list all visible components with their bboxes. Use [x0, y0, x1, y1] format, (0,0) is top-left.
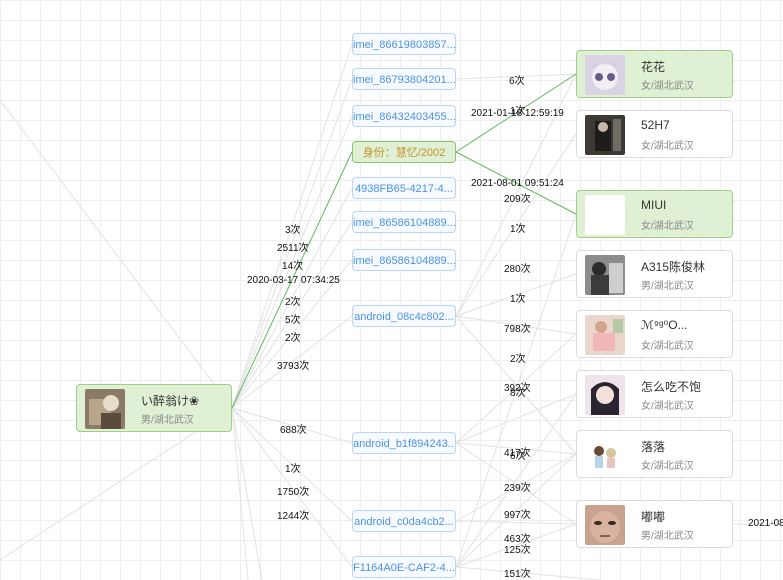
edge-label: 5次 — [285, 315, 301, 326]
target-avatar — [585, 255, 625, 295]
source-name: い醉翁け❀ — [141, 394, 200, 408]
target-name: 花花 — [641, 60, 666, 74]
target-subtitle: 女/湖北武汉 — [641, 81, 694, 92]
edge-label: 1244次 — [277, 511, 310, 522]
target-avatar — [585, 55, 625, 95]
edge-label: 2次 — [510, 354, 526, 365]
edge-label: 151次 — [504, 569, 531, 580]
edge-label: 1次 — [510, 106, 526, 117]
target-name: 嘟嘟 — [641, 510, 666, 524]
target-card[interactable]: ℳ⁹ᵍ⁰O... 女/湖北武汉 — [576, 310, 733, 358]
source-avatar — [85, 389, 125, 429]
target-subtitle: 女/湖北武汉 — [641, 141, 694, 152]
target-card[interactable]: 花花 女/湖北武汉 — [576, 50, 733, 98]
middle-node-highlighted[interactable]: 身份：慧忆/2002 — [352, 141, 456, 163]
target-avatar — [585, 375, 625, 415]
edge-label: 798次 — [504, 324, 531, 335]
target-card[interactable]: MIUI 女/湖北武汉 — [576, 190, 733, 238]
edge-label: 997次 — [504, 510, 531, 521]
target-name: 怎么吃不饱 — [641, 380, 702, 394]
edge-label: 688次 — [280, 425, 307, 436]
edge-label: 209次 — [504, 194, 531, 205]
middle-node[interactable]: imei_86586104889... — [352, 249, 456, 271]
target-card[interactable]: 52H7 女/湖北武汉 — [576, 110, 733, 158]
middle-node[interactable]: imei_86586104889... — [352, 211, 456, 233]
middle-node[interactable]: F1164A0E-CAF2-4... — [352, 556, 456, 578]
edge-label: 14次 — [282, 261, 304, 272]
edge-label: 3793次 — [277, 361, 310, 372]
target-name: 52H7 — [641, 118, 670, 132]
target-avatar — [585, 505, 625, 545]
edge-label: 1750次 — [277, 487, 310, 498]
middle-node[interactable]: android_b1f894243... — [352, 432, 456, 454]
target-card[interactable]: 落落 女/湖北武汉 — [576, 430, 733, 478]
middle-node[interactable]: 4938FB65-4217-4... — [352, 177, 456, 199]
edge-label: 3次 — [285, 225, 301, 236]
target-subtitle: 男/湖北武汉 — [641, 531, 694, 542]
target-avatar — [585, 195, 625, 235]
target-subtitle: 男/湖北武汉 — [641, 281, 694, 292]
target-name: MIUI — [641, 198, 667, 212]
edge-label: 280次 — [504, 264, 531, 275]
edge-label: 2021-01-18 12:59:19 — [471, 108, 564, 119]
edge-label: 2次 — [285, 297, 301, 308]
middle-node[interactable]: imei_86793804201... — [352, 68, 456, 90]
target-subtitle: 女/湖北武汉 — [641, 221, 694, 232]
edge-label: 2020-03-17 07:34:25 — [247, 275, 340, 286]
edge-label: 463次 — [504, 534, 531, 545]
target-card[interactable]: 嘟嘟 男/湖北武汉 — [576, 500, 733, 548]
highlighted-path — [231, 73, 577, 409]
edge-label: 125次 — [504, 545, 531, 556]
edge-label: 239次 — [504, 483, 531, 494]
edge-label: 2次 — [285, 333, 301, 344]
edge-label: 417次 — [504, 448, 531, 459]
edge-label-cut-off: 2021-08 — [748, 518, 783, 529]
target-name: 落落 — [641, 440, 666, 454]
target-card[interactable]: 怎么吃不饱 女/湖北武汉 — [576, 370, 733, 418]
middle-node[interactable]: android_c0da4cb2... — [352, 510, 456, 532]
target-subtitle: 女/湖北武汉 — [641, 341, 694, 352]
target-name: A315陈俊林 — [641, 260, 706, 274]
edge-label: 6次 — [510, 451, 526, 462]
middle-node[interactable]: android_08c4c802... — [352, 305, 456, 327]
target-avatar — [585, 115, 625, 155]
source-node[interactable]: い醉翁け❀ 男/湖北武汉 — [76, 384, 232, 432]
target-name: ℳ⁹ᵍ⁰O... — [641, 318, 688, 332]
middle-node[interactable]: imei_86619803857... — [352, 33, 456, 55]
edge-label: 2021-08-01 09:51:24 — [471, 178, 564, 189]
target-subtitle: 女/湖北武汉 — [641, 401, 694, 412]
edge-label: 2511次 — [277, 243, 309, 254]
target-subtitle: 女/湖北武汉 — [641, 461, 694, 472]
target-avatar — [585, 435, 625, 475]
target-card[interactable]: A315陈俊林 男/湖北武汉 — [576, 250, 733, 298]
edge-label: 1次 — [510, 294, 526, 305]
source-subtitle: 男/湖北武汉 — [141, 415, 194, 426]
faint-edges — [0, 43, 783, 580]
target-avatar — [585, 315, 625, 355]
edge-label: 392次 — [504, 383, 531, 394]
edge-label: 8次 — [510, 388, 526, 399]
edge-label: 1次 — [510, 224, 526, 235]
edge-label: 1次 — [285, 464, 301, 475]
edge-label: 6次 — [509, 76, 525, 87]
middle-node[interactable]: imei_86432403455... — [352, 105, 456, 127]
